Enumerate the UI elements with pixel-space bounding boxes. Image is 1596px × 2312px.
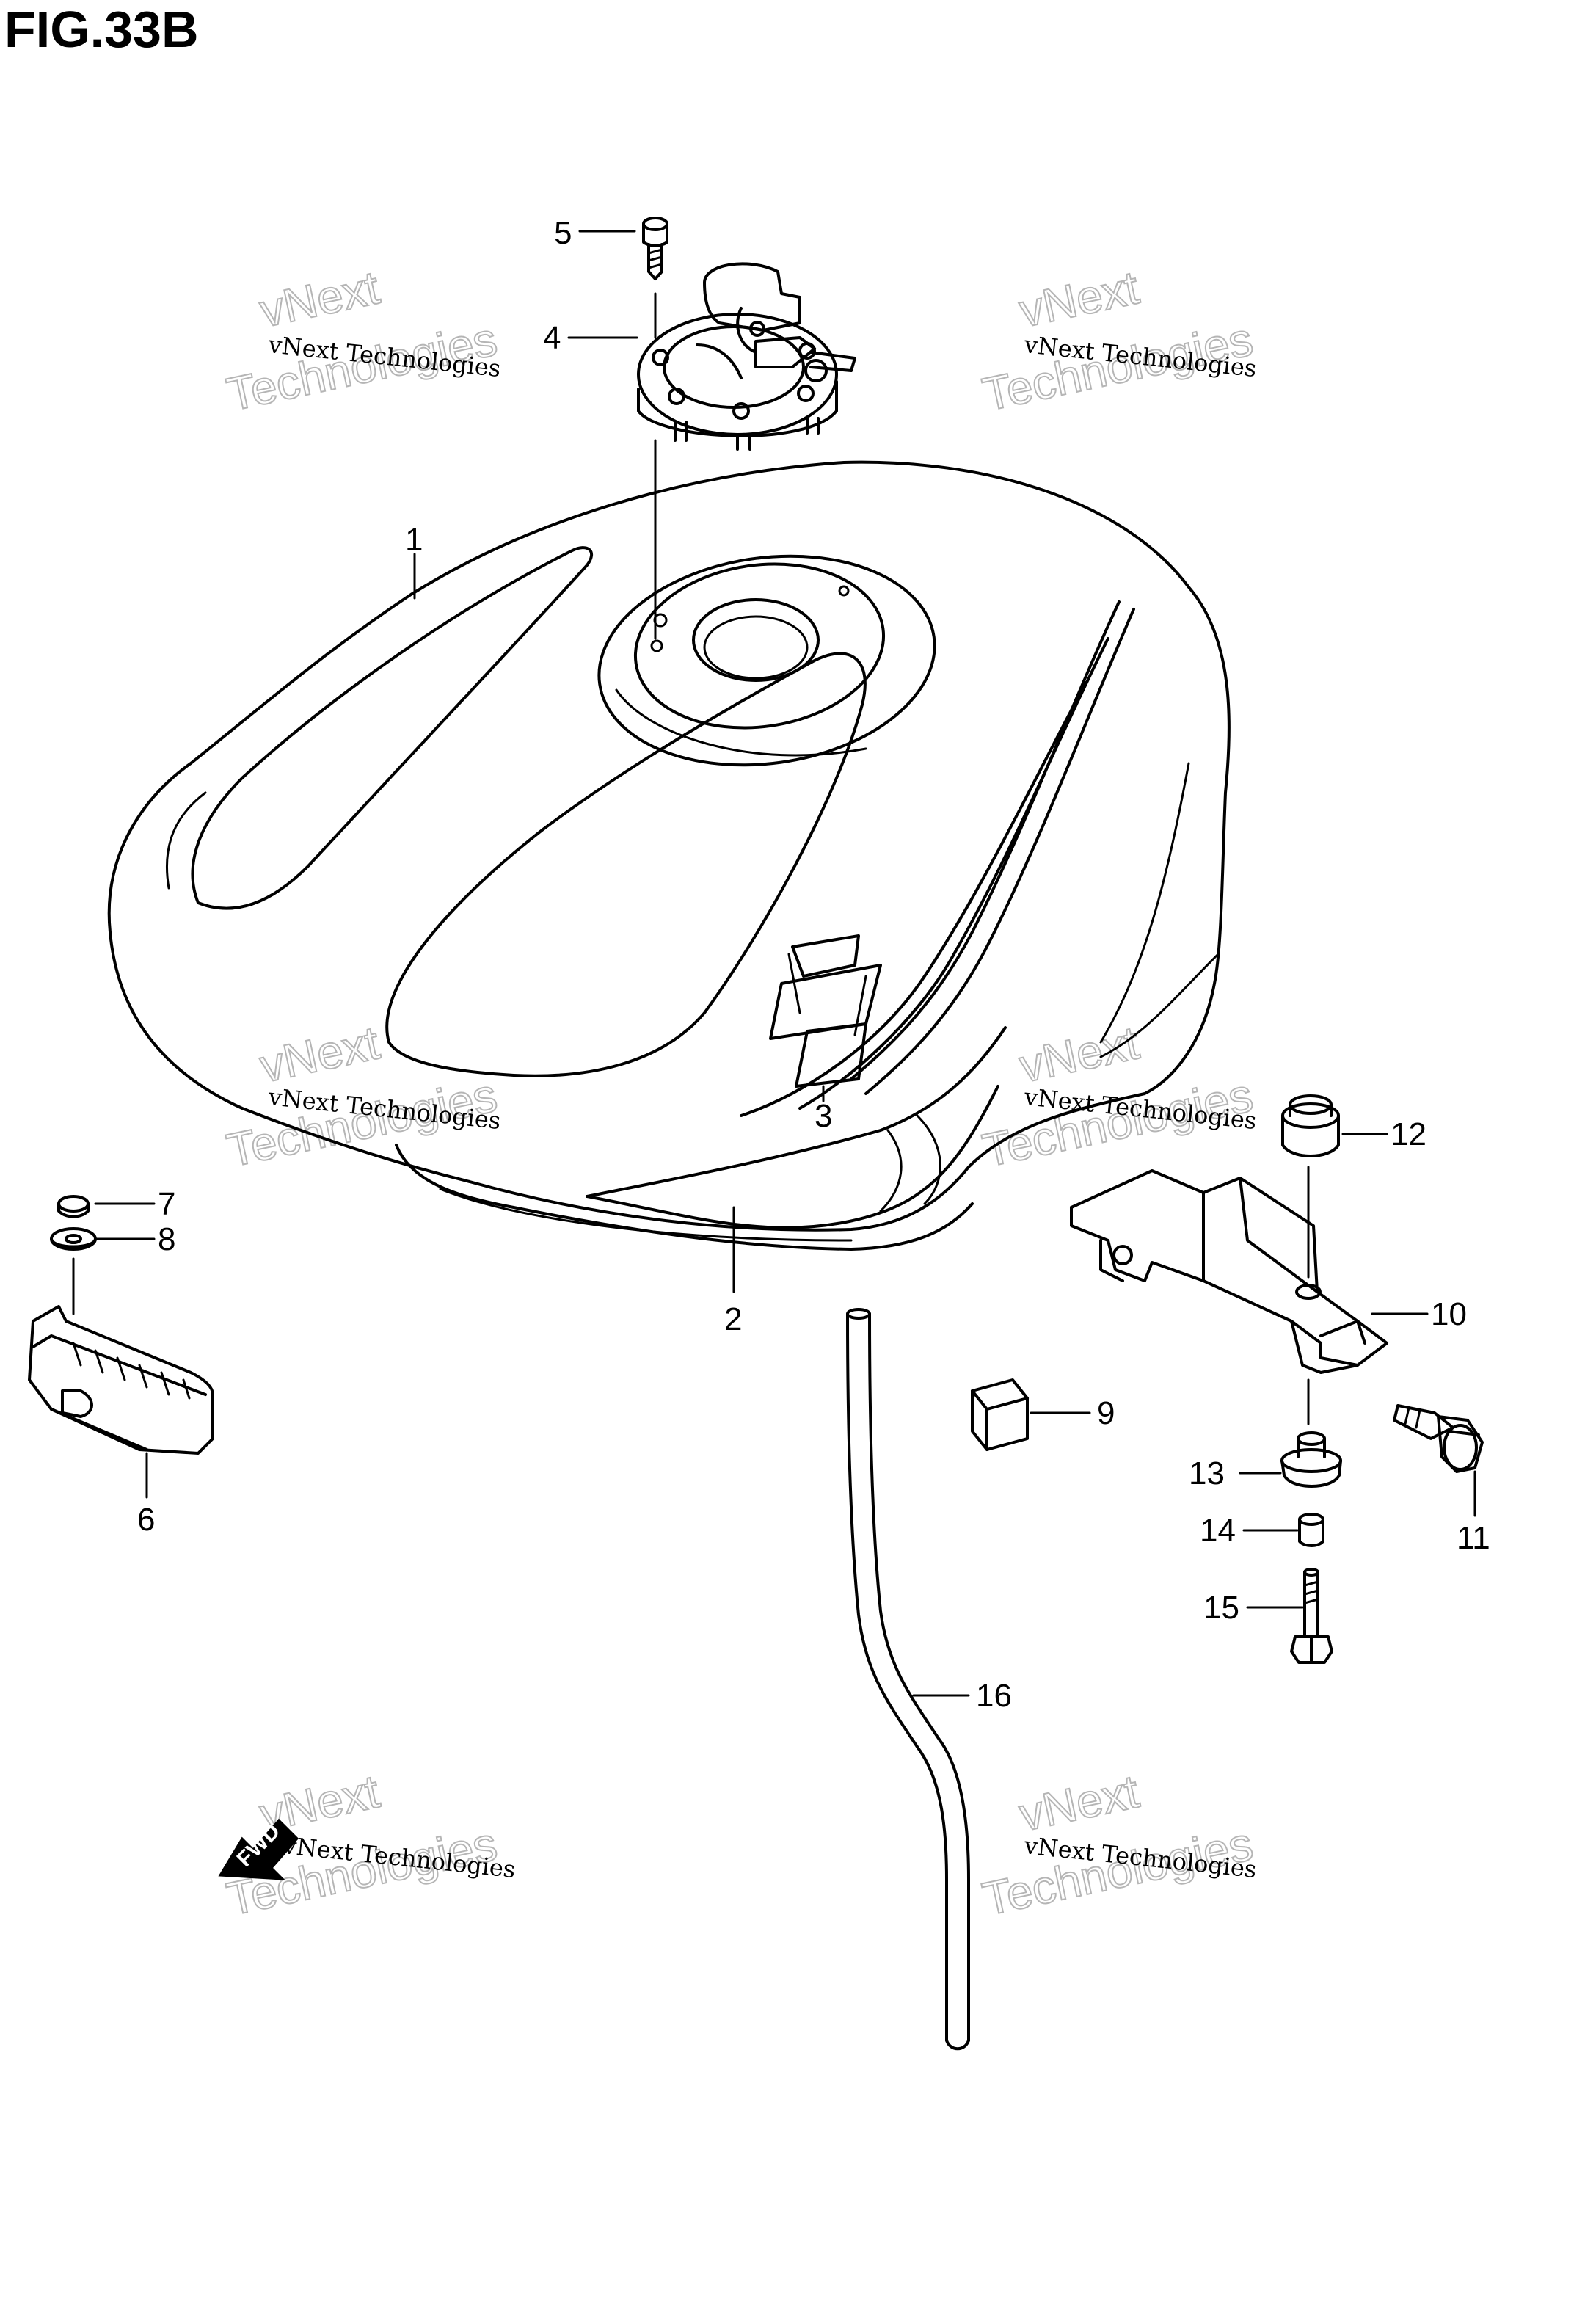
bracket-part-10 [1070,1169,1388,1374]
figure-title: FIG.33B [4,1,199,58]
callout-4: 4 [543,320,561,356]
callout-10: 10 [1431,1296,1467,1332]
callout-9: 9 [1097,1395,1115,1431]
callout-12: 12 [1391,1116,1426,1152]
callout-15: 15 [1203,1590,1239,1626]
bolt-part-15 [1290,1568,1333,1664]
bolt-part-11 [1393,1404,1484,1473]
callout-14: 14 [1200,1513,1236,1549]
callout-11: 11 [1457,1520,1490,1556]
callout-5: 5 [554,215,572,251]
forward-direction-arrow: FWD [218,1818,299,1880]
damper-part-13 [1280,1431,1342,1488]
watermark-mid-right: vNext Technologies vNext Technologies [977,1015,1258,1177]
fuel-cap-assembly [637,262,856,451]
callout-8: 8 [158,1221,175,1257]
fuel-tank [107,460,1231,1251]
grille-part-6 [28,1305,214,1455]
leader-lines [94,230,1476,1697]
watermark-top-left: vNext Technologies vNext Technologies [222,260,502,421]
callout-labels: 1 2 3 4 5 6 7 8 9 10 11 12 13 14 15 16 [137,215,1490,1714]
emblem-s-logo [769,934,882,1088]
washer-part-8 [50,1227,97,1251]
svg-text:vNext: vNext [1015,261,1143,337]
cushion-part-9 [971,1378,1029,1451]
callout-16: 16 [976,1678,1012,1714]
collar-part-14 [1298,1513,1324,1547]
watermark-bottom-right: vNext Technologies vNext Technologies [977,1764,1258,1926]
watermark-top-right: vNext Technologies vNext Technologies [977,260,1258,421]
callout-2: 2 [724,1301,742,1337]
damper-part-12 [1281,1094,1340,1157]
svg-text:vNext: vNext [1015,1764,1143,1841]
screw-part-5 [642,217,668,280]
callout-13: 13 [1189,1455,1225,1491]
hose-part-16 [846,1308,970,2051]
callout-3: 3 [815,1098,832,1134]
svg-text:vNext: vNext [255,261,384,337]
svg-text:vNext: vNext [1015,1016,1143,1092]
callout-7: 7 [158,1186,175,1222]
svg-text:vNext: vNext [255,1016,384,1092]
callout-1: 1 [405,522,423,558]
callout-6: 6 [137,1502,155,1538]
watermark-mid-left: vNext Technologies vNext Technologies [222,1015,502,1177]
screw-part-7 [57,1195,90,1218]
